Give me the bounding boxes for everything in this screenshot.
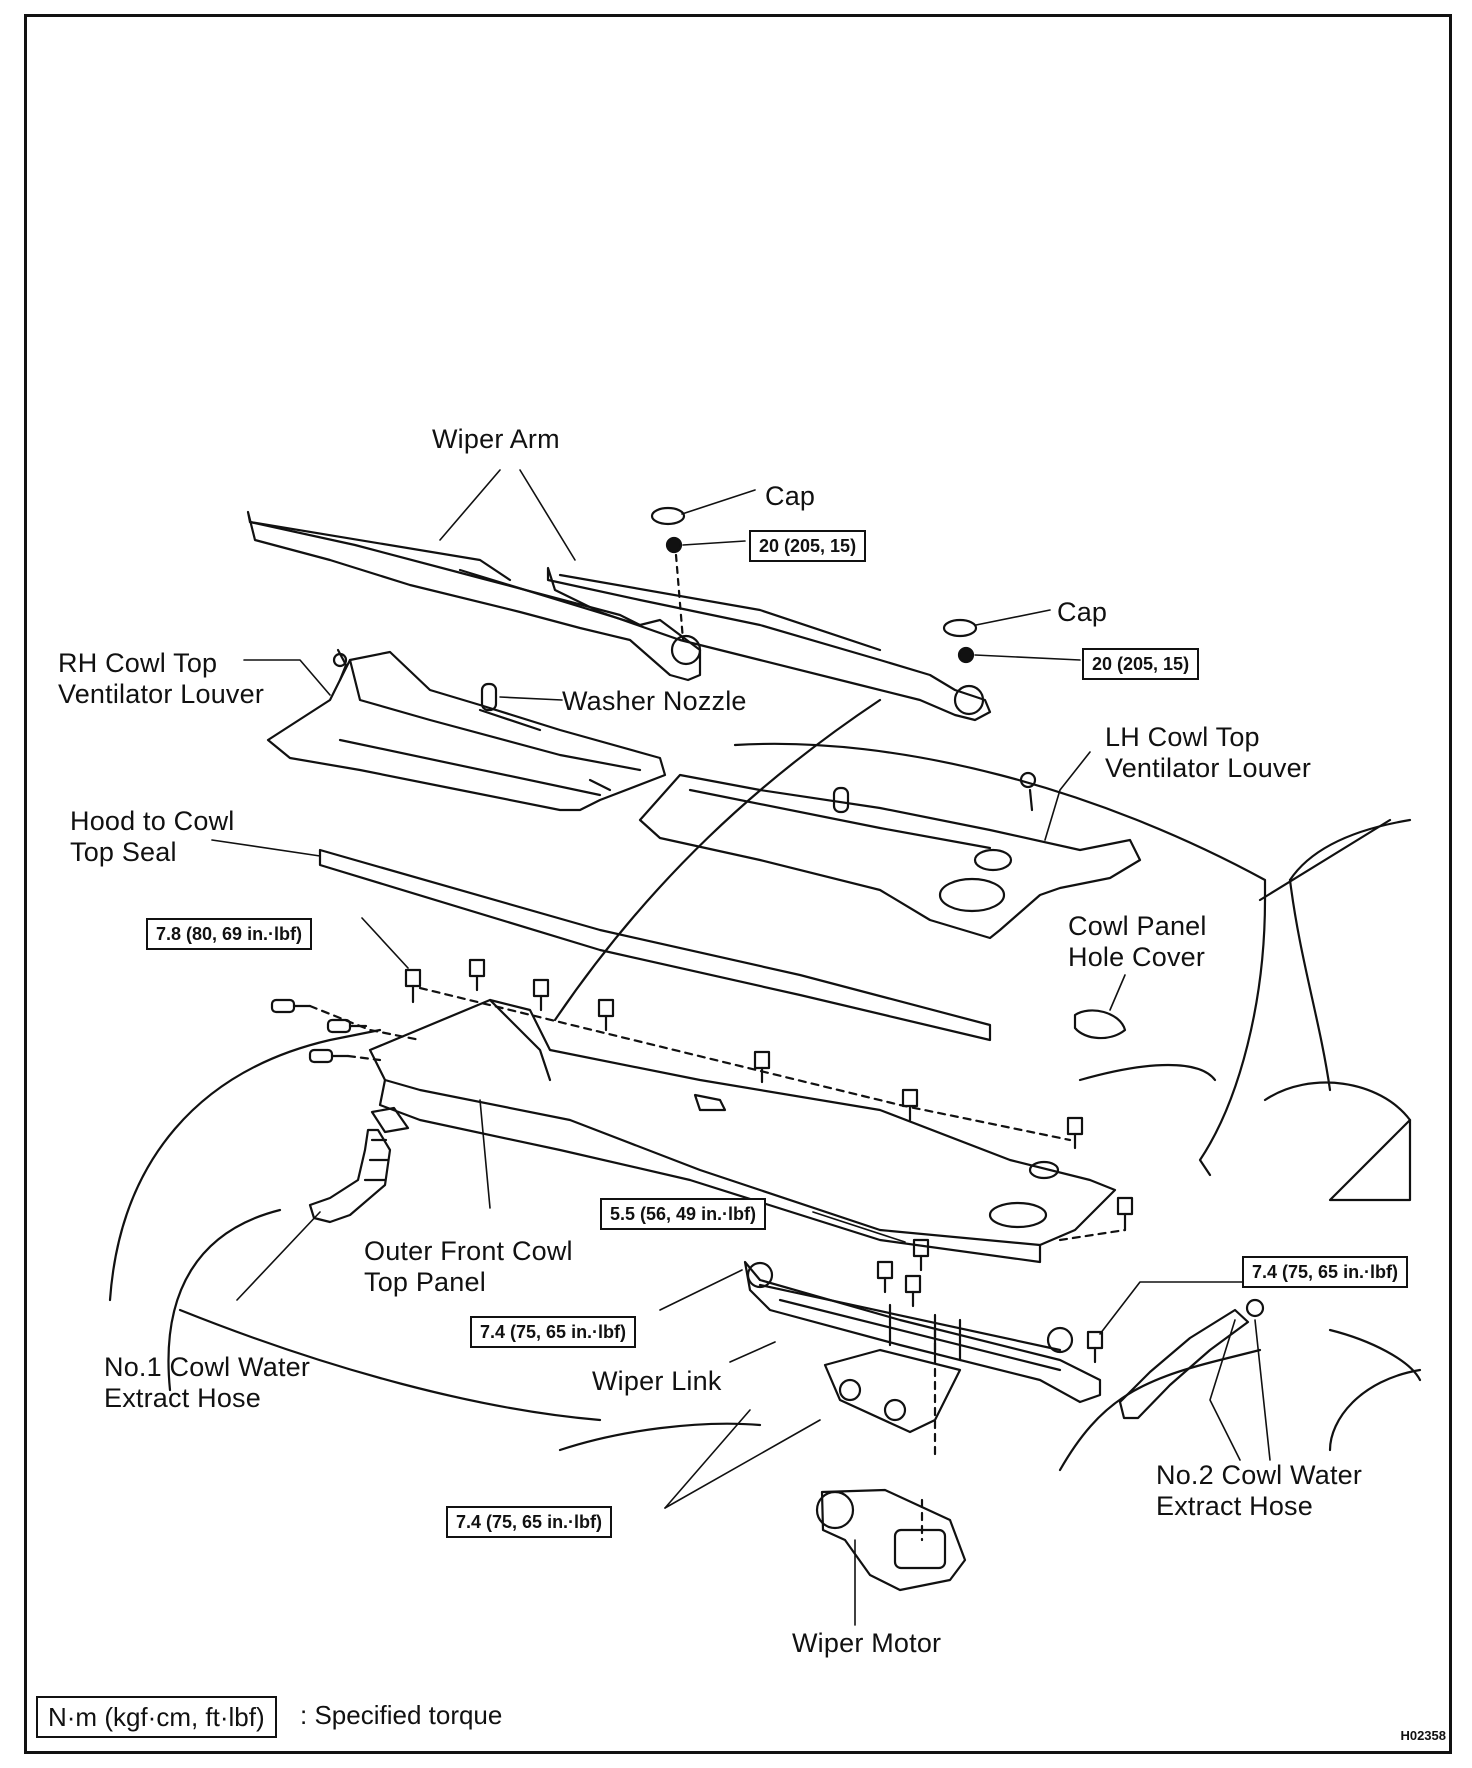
label-cap: Cap bbox=[1057, 597, 1108, 627]
label-outer-cowl-panel: Outer Front Cowl Top Panel bbox=[364, 1236, 573, 1297]
cap-icon bbox=[942, 618, 978, 638]
torque-box: 7.4 (75, 65 in.·lbf) bbox=[446, 1506, 613, 1538]
no2-cowl-water-extract-hose bbox=[1118, 1298, 1265, 1420]
bolt-icon bbox=[901, 1088, 919, 1122]
bolt-icon bbox=[1116, 1196, 1134, 1232]
torque-box: 7.4 (75, 65 in.·lbf) bbox=[1242, 1256, 1409, 1288]
bolt-icon bbox=[912, 1238, 930, 1272]
no1-cowl-water-extract-hose bbox=[308, 1106, 410, 1224]
bolt-icon bbox=[753, 1050, 771, 1084]
figure-code: H02358 bbox=[1400, 1728, 1446, 1743]
clip-icon bbox=[1019, 771, 1037, 812]
bolt-icon bbox=[1086, 1330, 1104, 1364]
torque-box: 7.4 (75, 65 in.·lbf) bbox=[470, 1316, 637, 1348]
bolt-icon bbox=[468, 958, 486, 992]
label-no1-hose: No.1 Cowl Water Extract Hose bbox=[104, 1352, 311, 1413]
clip-icon bbox=[332, 648, 348, 682]
label-lh-cowl-louver: LH Cowl Top Ventilator Louver bbox=[1105, 722, 1312, 783]
torque-box: 5.5 (56, 49 in.·lbf) bbox=[600, 1198, 767, 1230]
label-no2-hose: No.2 Cowl Water Extract Hose bbox=[1156, 1460, 1363, 1521]
washer-nozzle-icon bbox=[480, 682, 498, 712]
wiper-link-assembly bbox=[743, 1260, 1102, 1434]
outer-front-cowl-top-panel bbox=[368, 998, 1117, 1264]
label-cap: Cap bbox=[765, 481, 816, 511]
bolt-icon bbox=[532, 978, 550, 1012]
nut-icon bbox=[665, 536, 683, 554]
screw-icon bbox=[308, 1048, 350, 1064]
wiper-arm-right bbox=[246, 510, 702, 682]
leader-lines bbox=[211, 469, 1271, 1626]
screw-icon bbox=[270, 998, 312, 1014]
torque-box: 20 (205, 15) bbox=[749, 530, 867, 562]
label-washer-nozzle: Washer Nozzle bbox=[562, 686, 747, 716]
label-wiper-motor: Wiper Motor bbox=[792, 1628, 942, 1658]
label-rh-cowl-louver: RH Cowl Top Ventilator Louver bbox=[58, 648, 265, 709]
torque-box: 7.8 (80, 69 in.·lbf) bbox=[146, 918, 313, 950]
bolt-icon bbox=[1066, 1116, 1084, 1150]
bolt-icon bbox=[904, 1274, 922, 1308]
legend-meaning: : Specified torque bbox=[300, 1700, 503, 1730]
diagram-frame bbox=[24, 14, 1452, 1754]
nut-icon bbox=[957, 646, 975, 664]
cowl-panel-hole-cover bbox=[1073, 1009, 1127, 1040]
wiper-motor bbox=[815, 1488, 967, 1592]
torque-box: 20 (205, 15) bbox=[1082, 648, 1200, 680]
label-hole-cover: Cowl Panel Hole Cover bbox=[1068, 911, 1207, 972]
label-hood-seal: Hood to Cowl Top Seal bbox=[70, 806, 235, 867]
label-wiper-arm: Wiper Arm bbox=[432, 424, 560, 454]
legend-unit-box: N·m (kgf·cm, ft·lbf) bbox=[36, 1696, 277, 1738]
washer-nozzle-icon bbox=[832, 786, 850, 814]
bolt-icon bbox=[597, 998, 615, 1032]
cap-icon bbox=[650, 506, 686, 526]
rh-cowl-top-ventilator-louver bbox=[266, 650, 667, 812]
hood-to-cowl-top-seal bbox=[318, 848, 992, 1042]
bolt-icon bbox=[876, 1260, 894, 1294]
bolt-icon bbox=[404, 968, 422, 1004]
label-wiper-link: Wiper Link bbox=[592, 1366, 722, 1396]
wiper-arm-left bbox=[546, 566, 992, 722]
lh-cowl-top-ventilator-louver bbox=[638, 773, 1142, 940]
